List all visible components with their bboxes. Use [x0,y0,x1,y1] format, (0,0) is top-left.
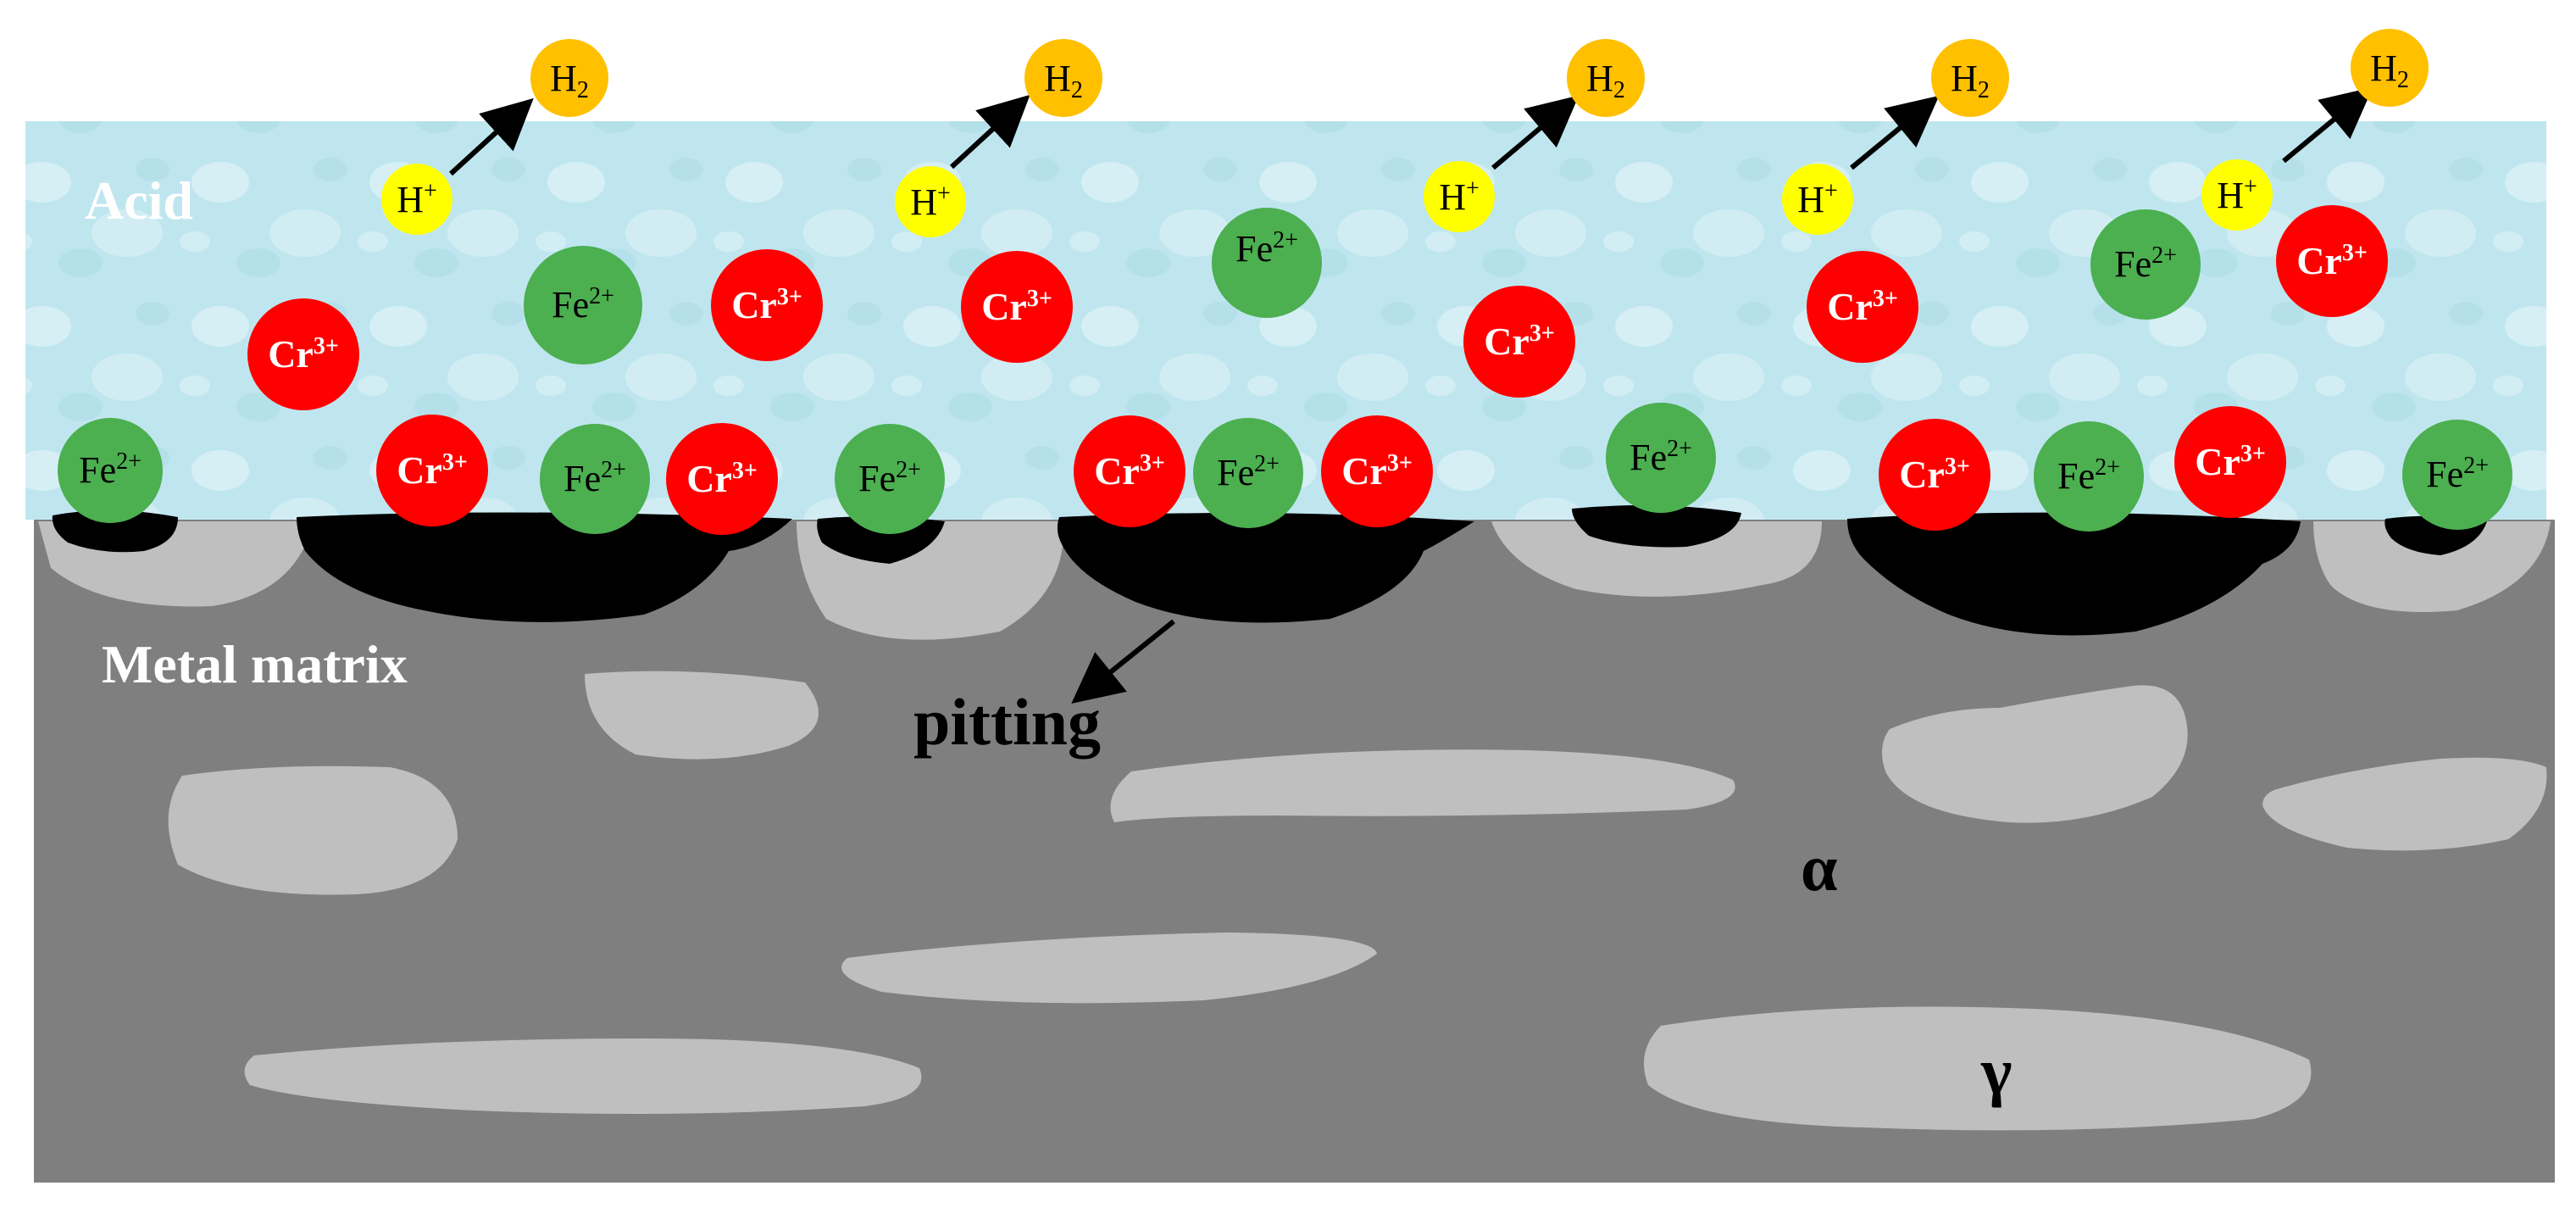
svg-text:Cr3+: Cr3+ [2296,239,2368,282]
h-plus-ion: H+ [1782,164,1853,235]
gamma-region-surface-4 [2313,521,2551,612]
fe-ion: Fe2+ [2090,209,2201,320]
reaction-arrow-5 [2282,86,2373,164]
h2-molecule: H2 [2351,29,2429,107]
svg-text:Cr3+: Cr3+ [268,332,339,376]
h-plus-ion: H+ [895,166,966,237]
h-plus-ion: H+ [381,164,452,235]
cr-ion: Cr3+ [1463,286,1575,398]
metal-matrix-label: Metal matrix [102,634,408,694]
acid-label: Acid [85,170,193,231]
svg-text:Fe2+: Fe2+ [1629,436,1692,478]
svg-text:Cr3+: Cr3+ [1827,285,1898,328]
reaction-arrow-1 [448,97,534,176]
cr-ion: Cr3+ [376,415,488,526]
pit-2 [297,512,792,622]
svg-text:H+: H+ [1439,175,1480,218]
svg-text:H+: H+ [2217,174,2257,216]
pit-6 [1847,512,2301,636]
svg-text:Fe2+: Fe2+ [79,448,142,491]
fe-ion: Fe2+ [1606,403,1716,513]
gamma-inclusion-7 [244,1038,922,1114]
fe-ion: Fe2+ [524,246,642,365]
alpha-phase-label: α [1801,831,1838,905]
fe-ion: Fe2+ [1193,418,1303,528]
reaction-arrow-3 [1491,95,1579,170]
gamma-inclusion-3 [1110,749,1735,822]
gamma-inclusion-2 [168,765,458,895]
svg-text:Cr3+: Cr3+ [981,285,1052,328]
svg-text:Fe2+: Fe2+ [2057,454,2120,497]
h2-molecule: H2 [1567,39,1645,117]
svg-text:Fe2+: Fe2+ [1217,451,1280,493]
svg-text:H2: H2 [1044,58,1083,103]
gamma-inclusion-5 [2262,757,2547,851]
cr-ion: Cr3+ [1807,251,1918,363]
cr-ion: Cr3+ [961,251,1073,363]
svg-text:Cr3+: Cr3+ [2195,440,2266,483]
cr-ion: Cr3+ [2174,406,2286,518]
svg-text:H+: H+ [910,181,951,223]
svg-text:Fe2+: Fe2+ [858,457,921,499]
fe-ion: Fe2+ [2402,420,2512,530]
h2-molecule: H2 [530,39,608,117]
svg-text:H2: H2 [1586,58,1625,103]
fe-ion: Fe2+ [2034,421,2144,532]
cr-ion: Cr3+ [1321,415,1433,527]
fe-ion: Fe2+ [1212,208,1322,318]
fe-ion: Fe2+ [540,424,650,534]
pitting-label: pitting [913,685,1101,759]
cr-ion: Cr3+ [711,249,823,361]
cr-ion: Cr3+ [247,298,359,410]
h-plus-ion: H+ [2201,159,2273,231]
svg-text:H+: H+ [397,178,437,220]
gamma-region-surface-3 [1491,521,1822,597]
svg-text:Fe2+: Fe2+ [552,283,614,326]
svg-text:Fe2+: Fe2+ [1235,227,1298,270]
svg-text:Cr3+: Cr3+ [1341,449,1413,493]
svg-text:H2: H2 [550,58,589,103]
h2-molecule: H2 [1024,39,1102,117]
pit-5 [1572,505,1741,548]
svg-text:Cr3+: Cr3+ [686,457,758,500]
svg-text:Cr3+: Cr3+ [1094,449,1165,493]
fe-ion: Fe2+ [58,418,163,523]
pit-1 [52,509,179,553]
reaction-arrow-2 [949,94,1030,170]
gamma-inclusion-6 [841,932,1377,1004]
svg-text:H+: H+ [1797,178,1838,220]
svg-text:Fe2+: Fe2+ [2426,453,2489,495]
gamma-phase-label: γ [1980,1034,2012,1108]
fe-ion: Fe2+ [835,424,945,534]
svg-text:Cr3+: Cr3+ [397,448,468,492]
gamma-inclusion-4 [1882,685,2188,823]
pit-4 [1057,513,1474,623]
svg-text:H2: H2 [2370,47,2409,93]
h-plus-ion: H+ [1424,161,1495,232]
svg-text:Cr3+: Cr3+ [731,283,802,326]
svg-text:H2: H2 [1951,58,1990,103]
svg-text:Fe2+: Fe2+ [2114,242,2177,285]
svg-text:Cr3+: Cr3+ [1484,320,1555,363]
cr-ion: Cr3+ [1879,419,1990,531]
h2-molecule: H2 [1931,39,2009,117]
pitting-pointer-arrow [1071,619,1175,704]
reaction-arrow-4 [1850,95,1940,170]
cr-ion: Cr3+ [2276,205,2388,317]
svg-text:Fe2+: Fe2+ [564,457,626,499]
gamma-inclusion-8 [1644,1006,2312,1131]
cr-ion: Cr3+ [1074,415,1185,527]
gamma-inclusion-1 [585,671,819,760]
cr-ion: Cr3+ [666,423,778,535]
svg-text:Cr3+: Cr3+ [1899,453,1970,496]
